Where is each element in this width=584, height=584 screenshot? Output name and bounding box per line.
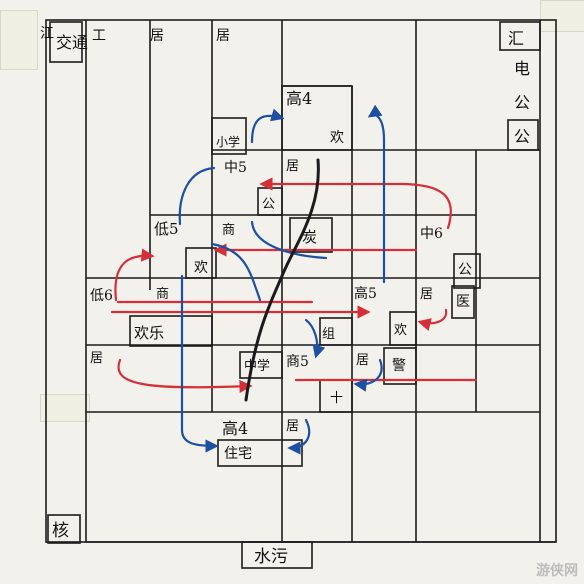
blue-arrows <box>178 104 386 455</box>
label-di6: 低6 <box>90 288 113 304</box>
red-arrows <box>110 177 478 394</box>
river-line <box>244 158 320 402</box>
label-huan-2: 欢 <box>194 260 208 276</box>
red-arrow-yi-to-huan3 <box>417 308 448 331</box>
blue-arrow-xiaoxue-to-gao4 <box>250 108 285 144</box>
label-ju-6: 居 <box>356 353 369 368</box>
label-gong-d: 公 <box>458 262 472 278</box>
tape-mid-left <box>40 394 90 422</box>
cell-labels: 江 交通 工 居 居 汇 电 公 公 高4 欢 小学 中5 居 公 低5 商 炭… <box>40 26 530 567</box>
label-ju-2: 居 <box>216 28 230 44</box>
label-shang-1: 商 <box>222 223 235 238</box>
label-gong-a: 公 <box>514 93 530 112</box>
label-shi: 十 <box>330 391 343 406</box>
label-jiaotong: 交通 <box>56 33 88 52</box>
red-arrow-ju5-to-zhongxue <box>117 358 253 394</box>
blue-arrow-to-shang5 <box>304 318 326 359</box>
label-ju-1: 居 <box>150 28 164 44</box>
blue-arrow-gao5-to-huan1 <box>367 104 386 284</box>
tape-top-left <box>0 10 38 70</box>
blue-curve-zhong5 <box>178 166 216 226</box>
label-jing: 警 <box>392 358 406 374</box>
label-gong-1: 工 <box>92 28 106 44</box>
blue-arrow-to-gao4-bottom <box>180 274 219 453</box>
label-shang-2: 商 <box>156 287 169 302</box>
label-zhong6: 中6 <box>420 226 443 242</box>
label-xiaoxue: 小学 <box>216 134 240 149</box>
label-huan-3: 欢 <box>394 323 407 338</box>
label-tan: 炭 <box>302 228 317 246</box>
label-shang5: 商5 <box>286 354 309 370</box>
label-dian: 电 <box>514 59 530 78</box>
label-shuiwu: 水污 <box>254 547 288 567</box>
label-hui: 汇 <box>508 29 524 48</box>
label-he: 核 <box>52 521 69 541</box>
label-zhong5: 中5 <box>224 160 247 176</box>
label-zhuzhai: 住宅 <box>224 446 252 462</box>
label-huanle: 欢乐 <box>134 324 164 342</box>
label-ju-7: 居 <box>286 419 299 434</box>
label-gao4-top: 高4 <box>286 89 312 108</box>
label-huan-1: 欢 <box>330 130 344 146</box>
label-jiang: 江 <box>40 26 54 42</box>
blue-curve-mid <box>250 220 328 260</box>
blue-arrow-ju6-to-shi <box>353 358 383 392</box>
label-di5: 低5 <box>154 220 179 238</box>
watermark: 游侠网 <box>536 563 578 579</box>
label-gong-c: 公 <box>262 197 275 212</box>
blue-curve-shang1 <box>210 242 262 302</box>
tape-top-right <box>540 0 584 32</box>
label-ju-3: 居 <box>286 159 299 174</box>
label-gong-b: 公 <box>514 127 530 146</box>
label-gao5-right: 高5 <box>354 285 377 302</box>
label-ju-4: 居 <box>420 287 433 302</box>
label-zhongxue: 中学 <box>244 358 270 374</box>
red-arrow-zhong6-to-ju3 <box>259 177 452 230</box>
red-arrow-di6-to-di5 <box>114 248 155 302</box>
label-zu: 组 <box>322 327 335 342</box>
blue-arrow-ju7-to-zhuzhai <box>287 418 311 455</box>
label-gao4-bottom: 高4 <box>222 419 248 438</box>
label-yi: 医 <box>456 294 470 310</box>
label-ju-5: 居 <box>90 351 103 366</box>
